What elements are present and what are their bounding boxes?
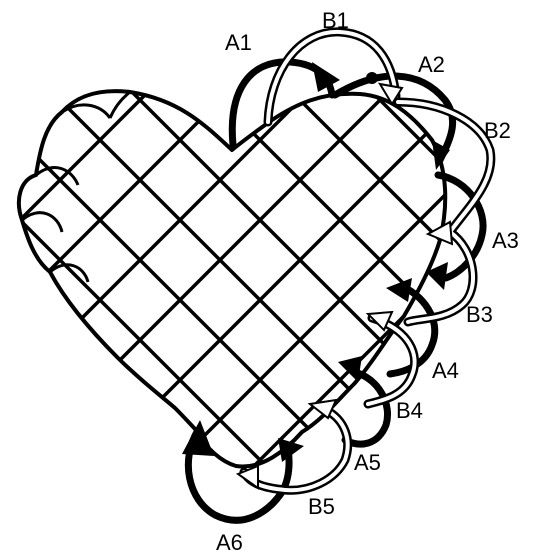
knot-dot <box>366 72 378 84</box>
label-a2: A2 <box>418 52 445 77</box>
label-b2: B2 <box>484 118 511 143</box>
label-b4: B4 <box>396 398 423 423</box>
label-a5: A5 <box>354 450 381 475</box>
label-a3: A3 <box>492 228 519 253</box>
label-b5: B5 <box>308 494 335 519</box>
label-b1: B1 <box>322 8 349 33</box>
label-b3: B3 <box>466 302 493 327</box>
label-a6: A6 <box>216 530 243 555</box>
label-a1: A1 <box>225 30 252 55</box>
arrowhead-a1 <box>312 62 340 92</box>
label-a4: A4 <box>432 358 459 383</box>
